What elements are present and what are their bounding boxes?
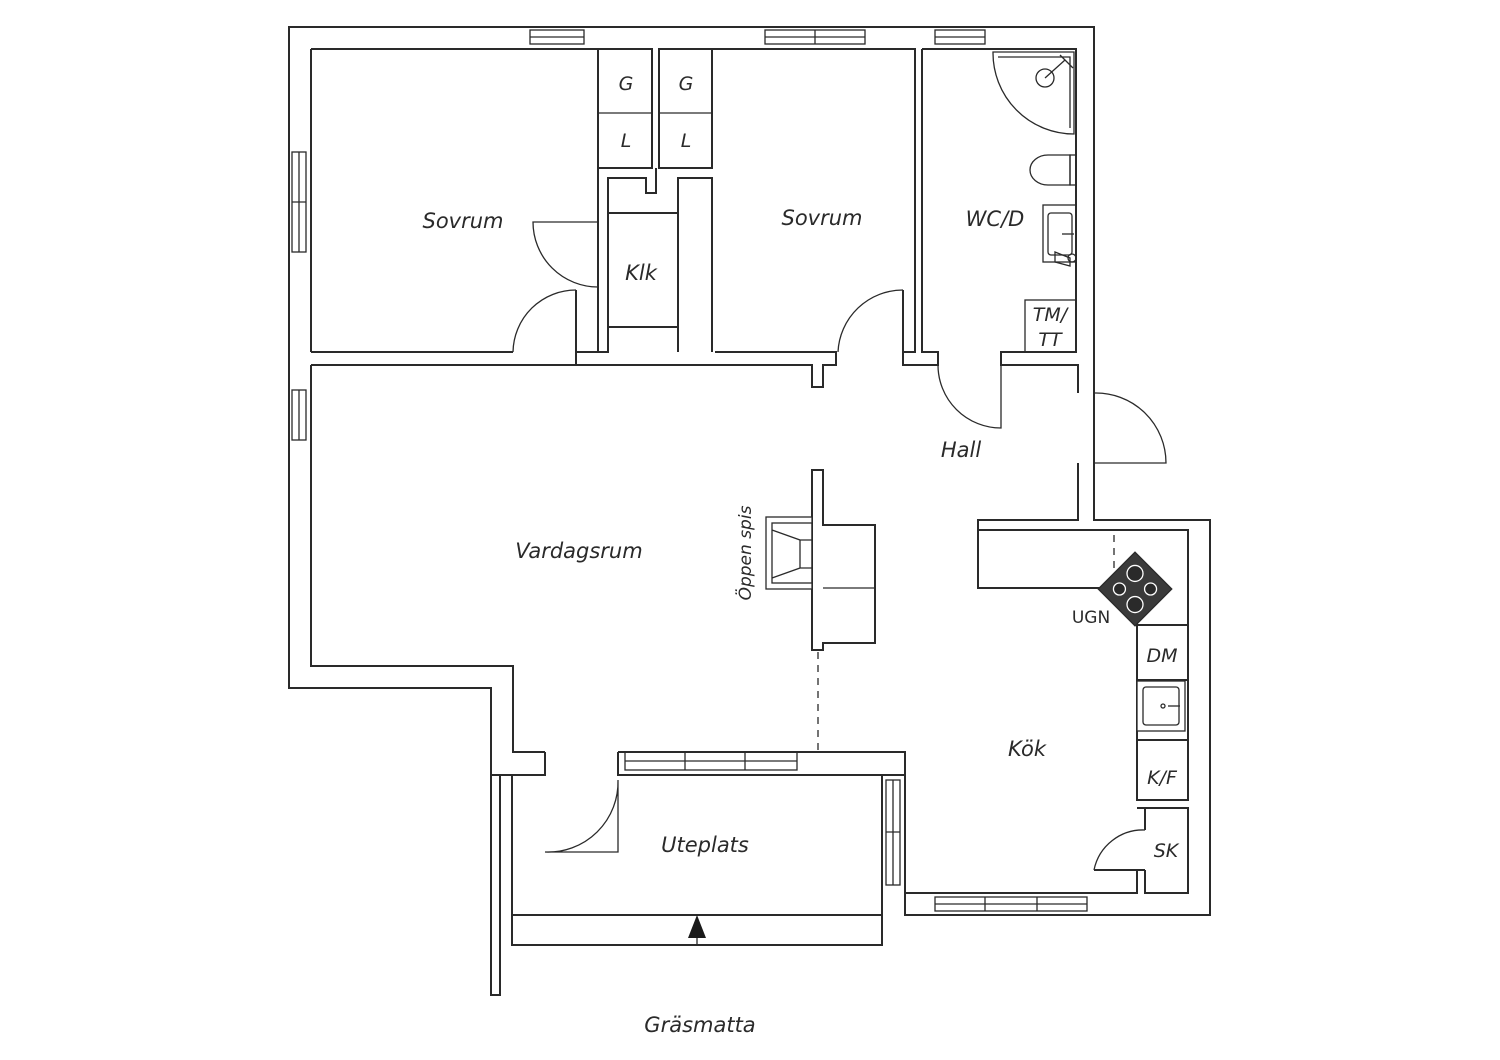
label-tt: TT (1038, 329, 1063, 351)
tm-tt-cabinet (1024, 299, 1077, 353)
label-l-1: L (621, 130, 632, 152)
label-sovrum-1: Sovrum (422, 209, 503, 233)
fireplace (765, 469, 876, 750)
label-kok: Kök (1008, 737, 1047, 761)
fixture-labels: G L G L TM/ TT Öppen spis UGN DM K/F SK (619, 73, 1180, 862)
kitchen-sink-icon (1136, 680, 1186, 732)
label-tm: TM/ (1033, 304, 1070, 326)
windows (291, 29, 1088, 912)
label-vardagsrum: Vardagsrum (515, 539, 642, 563)
label-sovrum-2: Sovrum (781, 206, 862, 230)
room-labels: Sovrum Sovrum Klk WC/D Hall Vardagsrum K… (422, 206, 1046, 1037)
label-l-2: L (681, 130, 692, 152)
label-dm: DM (1146, 645, 1177, 667)
shower-icon (992, 51, 1075, 135)
label-wc: WC/D (966, 207, 1025, 231)
label-hall: Hall (941, 438, 981, 462)
washbasin-icon (1042, 204, 1077, 267)
label-ugn: UGN (1072, 608, 1110, 628)
label-g-1: G (619, 73, 634, 95)
stove-icon (1097, 551, 1173, 627)
label-klk: Klk (625, 261, 658, 285)
label-uteplats: Uteplats (661, 833, 749, 857)
label-kf: K/F (1147, 767, 1178, 789)
label-grasmatta: Gräsmatta (644, 1013, 755, 1037)
label-sk: SK (1154, 840, 1180, 862)
interior-walls (311, 48, 1079, 530)
label-g-2: G (679, 73, 694, 95)
toilet-icon (1029, 154, 1077, 186)
terrace-walls (512, 751, 1138, 894)
entrance-arrow-icon (688, 915, 706, 945)
label-oppen-spis: Öppen spis (734, 505, 756, 600)
doors (512, 221, 1167, 871)
